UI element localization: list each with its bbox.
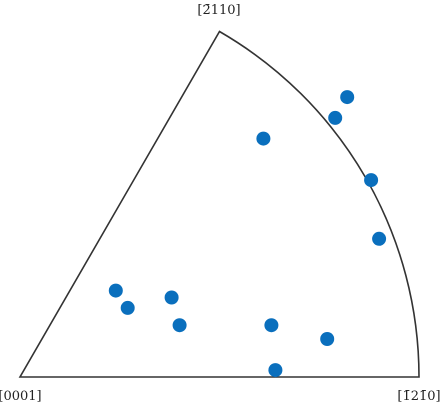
data-point-1 bbox=[340, 90, 355, 105]
data-point-4 bbox=[364, 173, 379, 188]
data-point-12 bbox=[268, 363, 283, 378]
standard-triangle-outline bbox=[18, 30, 420, 378]
pole-label-top: [2̄110] bbox=[197, 3, 240, 18]
data-point-2 bbox=[328, 110, 343, 125]
pole-label-bottom-right: [1̄21̄0] bbox=[397, 389, 440, 404]
data-point-8 bbox=[164, 290, 179, 305]
data-point-11 bbox=[320, 332, 335, 346]
data-point-5 bbox=[372, 231, 387, 246]
data-point-6 bbox=[108, 283, 123, 298]
data-point-10 bbox=[264, 318, 279, 333]
data-point-9 bbox=[172, 318, 187, 333]
data-points bbox=[108, 90, 387, 378]
data-point-3 bbox=[256, 131, 271, 146]
data-point-7 bbox=[120, 300, 135, 315]
pole-label-bottom-left: [0001] bbox=[0, 389, 42, 404]
